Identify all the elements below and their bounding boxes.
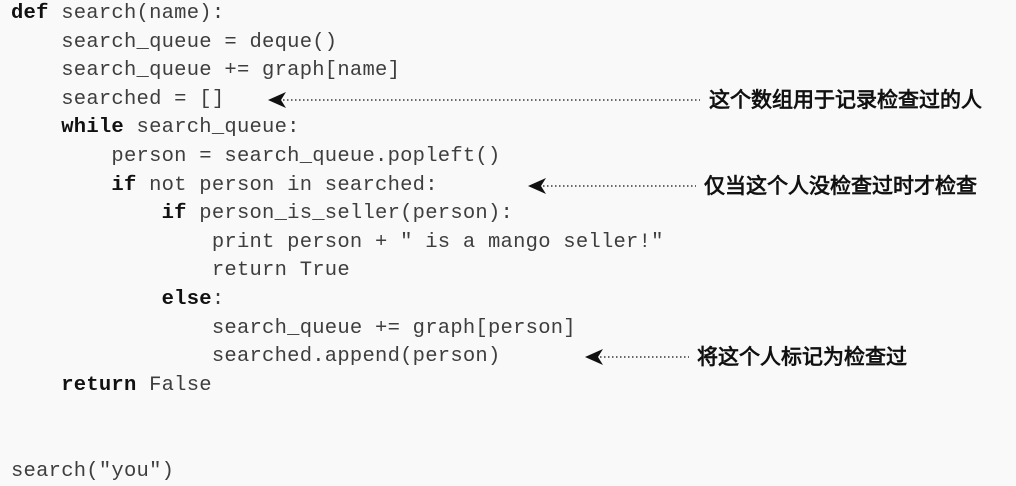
code-keyword: else [161,288,212,311]
code-text: searched.append(person) [211,345,501,369]
code-indent [11,317,212,340]
code-text: not person in searched: [136,173,438,197]
code-line-7: if not person in searched: [11,172,438,200]
annotation-label: 仅当这个人没检查过时才检查 [704,173,977,198]
code-indent [11,374,61,397]
code-text: search_queue: [123,116,300,140]
code-line-10: return True [11,257,350,285]
code-indent [11,345,212,368]
code-line-6: person = search_queue.popleft() [11,143,501,171]
code-text: return True [211,259,350,283]
code-keyword: return [61,373,137,397]
code-indent [11,88,61,111]
annotation-label: 将这个人标记为检查过 [697,345,907,370]
annotation-label: 这个数组用于记录检查过的人 [709,87,982,112]
code-block: def search(name): search_queue = deque()… [11,0,1011,486]
dotted-arrow-icon [528,177,696,194]
code-text: person_is_seller(person): [186,202,514,226]
code-indent [11,116,61,139]
code-line-4: searched = [] [11,86,224,114]
code-line-13: searched.append(person) [11,343,501,371]
code-line-2: search_queue = deque() [11,29,337,57]
code-text: print person + " is a mango seller!" [211,230,664,254]
code-indent [11,259,212,282]
dotted-arrow-icon [585,349,689,366]
annotation-mark-searched: 将这个人标记为检查过 [585,343,965,371]
code-text: False [136,373,212,397]
code-line-11: else: [11,286,225,314]
code-line-14: return False [11,372,212,400]
code-text: search(name): [48,2,225,25]
code-text: search_queue += graph[name] [61,59,401,83]
code-line-17: search("you") [11,458,174,486]
code-line-12: search_queue += graph[person] [11,315,576,343]
annotation-searched-array: 这个数组用于记录检查过的人 [268,86,1008,114]
code-line-5: while search_queue: [11,114,300,142]
code-indent [11,174,111,197]
code-indent [11,59,61,82]
code-text: search("you") [11,459,175,483]
code-indent [11,202,162,225]
code-indent [11,31,61,54]
code-text: : [211,288,225,311]
code-indent [11,288,162,311]
code-keyword: if [161,202,187,226]
code-keyword: if [111,173,137,197]
code-indent [11,145,111,168]
code-indent [11,231,212,254]
code-line-8: if person_is_seller(person): [11,200,513,228]
code-keyword: while [61,116,124,140]
code-text: person = search_queue.popleft() [111,145,501,168]
code-text: search_queue += graph[person] [211,316,576,340]
code-text: search_queue = deque() [61,30,338,54]
code-keyword: def [11,2,49,25]
dotted-arrow-icon [268,91,700,108]
code-text: searched = [] [61,87,225,111]
code-line-1: def search(name): [11,0,224,28]
code-line-3: search_queue += graph[name] [11,57,400,85]
annotation-check-condition: 仅当这个人没检查过时才检查 [528,172,1008,200]
code-line-9: print person + " is a mango seller!" [11,229,664,257]
